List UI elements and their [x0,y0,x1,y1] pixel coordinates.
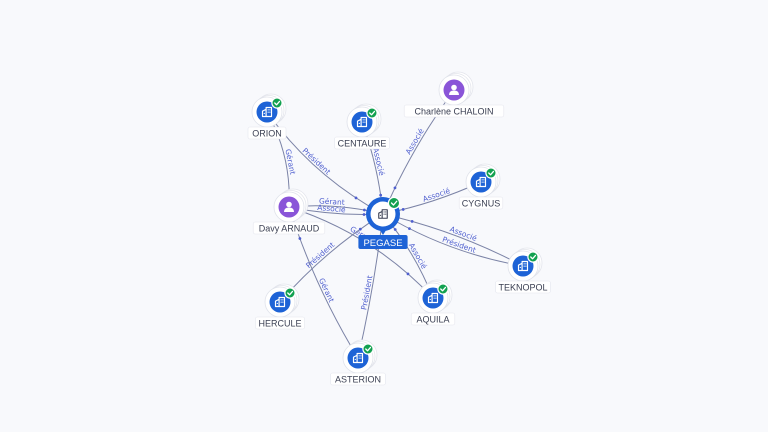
edge-arrow-icon [393,186,397,190]
check-icon [366,107,378,119]
check-icon [527,251,539,263]
check-icon [362,343,374,355]
edge-line [266,111,384,215]
node-label: TEKNOPOL [498,282,547,292]
check-icon [271,97,283,109]
node-label: Davy ARNAUD [259,223,320,233]
building-icon [517,260,529,272]
node-cygnus[interactable]: CYGNUS [458,163,504,210]
node-label-bg [330,372,386,386]
edge-label: Président [359,275,374,311]
node-label-bg [247,126,287,140]
node-label: CYGNUS [462,198,501,208]
edge-arrow-icon [362,208,366,212]
building-icon [356,116,368,128]
building-icon [352,352,364,364]
node-label: CENTAURE [338,138,387,148]
node-asterion[interactable]: ASTERION [330,339,386,386]
edge-label: Associé [422,186,452,204]
check-icon [387,196,401,210]
edge-arrow-icon [354,196,358,200]
edge-line [382,213,524,267]
edge-label: Président [300,146,332,176]
node-aquila[interactable]: AQUILA [410,279,456,326]
node-teknopol[interactable]: TEKNOPOL [495,247,551,294]
edge-arrow-icon [393,228,397,231]
node-label-bg [252,221,326,235]
node-label: HERCULE [258,318,301,328]
edge-label: Associé [317,203,346,214]
edge-arrow-icon [298,237,302,240]
center-label-bg [358,235,408,249]
edge-arrow-icon [379,193,383,197]
node-centaure[interactable]: CENTAURE [334,103,390,150]
edge-label: Président [304,240,336,270]
edge-arrow-icon [362,213,366,216]
node-label-bg [255,316,305,330]
edge-arrow-icon [410,220,414,223]
check-icon [485,167,497,179]
building-icon [475,176,487,188]
node-davy[interactable]: Davy ARNAUD [252,188,326,235]
node-label: AQUILA [416,314,449,324]
edge-arrow-icon [406,272,410,276]
edge-label: Gérant [317,277,336,304]
node-label: Charlène CHALOIN [414,106,493,116]
node-label: ORION [252,128,282,138]
node-orion[interactable]: ORION [247,93,287,140]
edge-line [382,213,524,267]
building-icon [427,292,439,304]
edge-label: Associé [371,147,387,177]
edge-arrow-icon [358,227,362,231]
edge-arrow-icon [401,208,405,211]
node-charlene[interactable]: Charlène CHALOIN [403,71,505,118]
person-icon [284,201,294,212]
center-label: PEGASE [363,238,402,249]
check-icon [284,287,296,299]
node-label-bg [458,196,504,210]
check-icon [437,283,449,295]
edge-label: Gérant [319,196,345,206]
building-icon [274,296,286,308]
node-center-pegase[interactable]: PEGASE [358,196,408,249]
building-icon [261,106,273,118]
nodes-layer: ORION CENTAURE Charlène CHALOIN CYGNUS Davy … [247,71,551,386]
edge-arrow-icon [408,227,411,230]
node-label-bg [334,136,390,150]
node-label: ASTERION [335,374,381,384]
edge-label: Associé [404,127,426,156]
building-icon [378,209,388,219]
node-hercule[interactable]: HERCULE [255,283,305,330]
person-icon [449,84,459,95]
node-label-bg [495,280,551,294]
node-label-bg [410,312,456,326]
node-label-bg [403,104,505,118]
